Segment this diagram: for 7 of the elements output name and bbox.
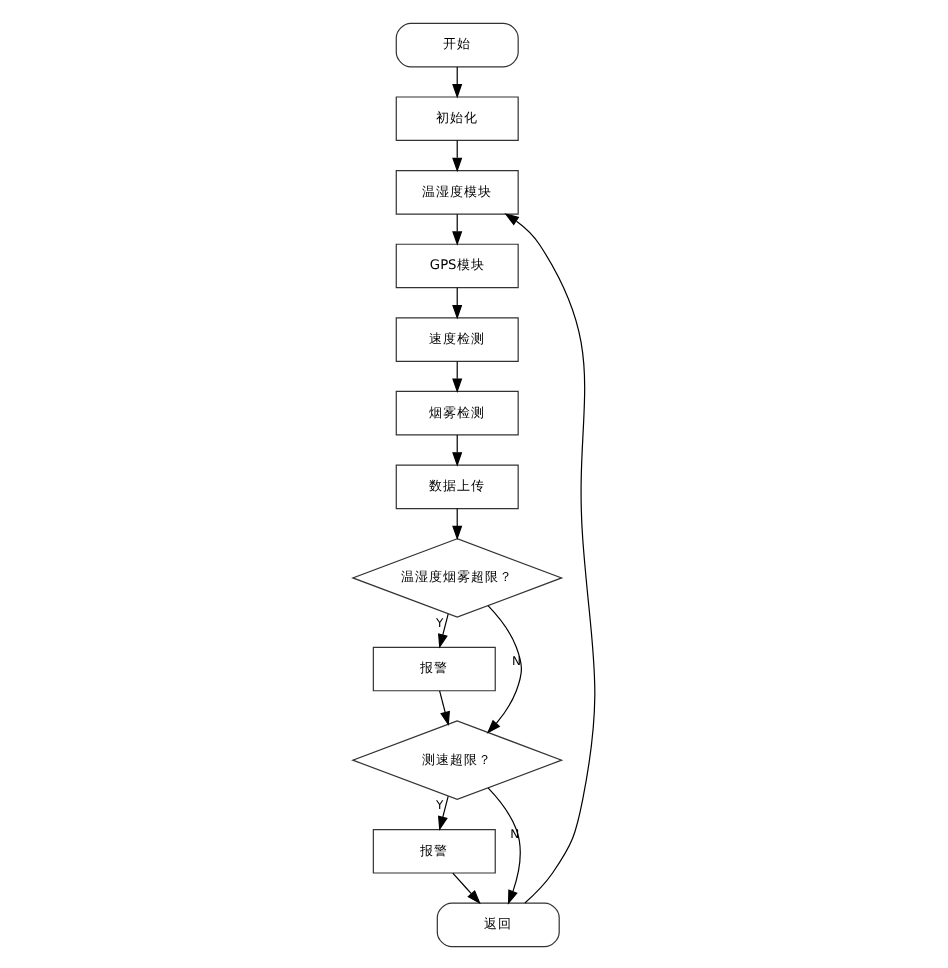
arrow — [452, 871, 481, 904]
arrow — [438, 794, 449, 830]
arrow — [504, 212, 596, 903]
arrow — [486, 603, 522, 733]
arrow — [487, 786, 521, 904]
arrow — [438, 612, 449, 648]
arrow — [439, 689, 450, 725]
